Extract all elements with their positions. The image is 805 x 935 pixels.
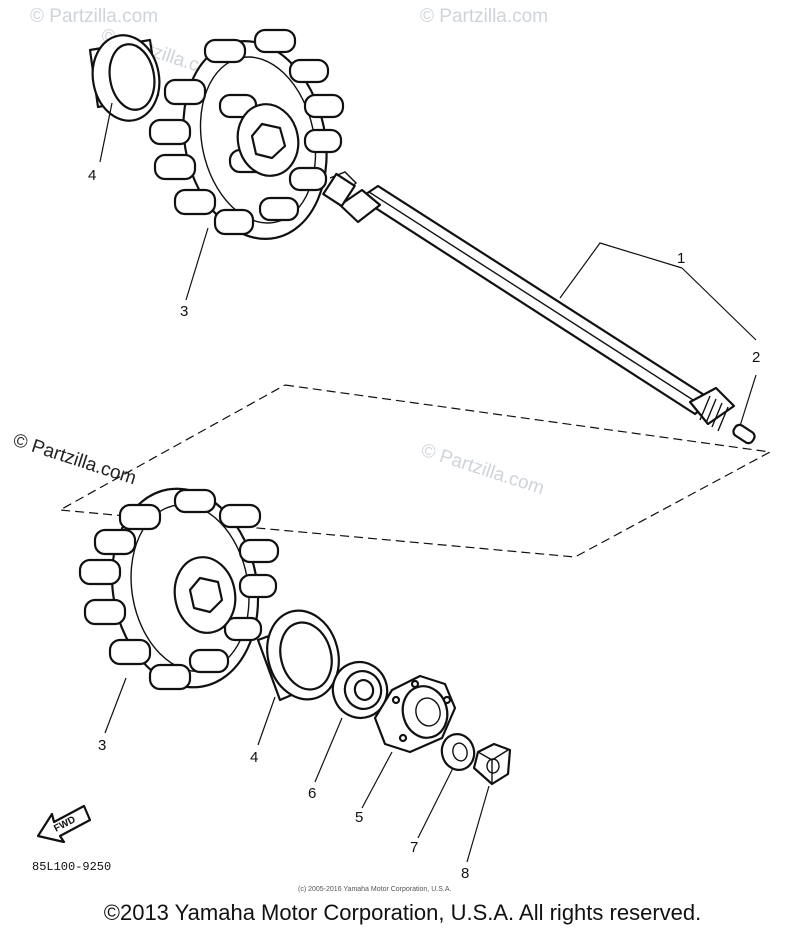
- callout-8: 8: [461, 865, 469, 882]
- sprocket-teeth: [148, 28, 345, 236]
- callout-2: 2: [752, 349, 760, 366]
- watermark: © Partzilla.com: [30, 6, 158, 27]
- collar-bottom: [256, 609, 340, 702]
- watermark: © Partzilla.com: [420, 6, 548, 27]
- shaft-thread: [699, 395, 729, 432]
- sprocket-teeth: [78, 488, 280, 691]
- nut: [472, 742, 512, 786]
- callout-4-bottom: 4: [250, 749, 258, 766]
- watermark: © Partzilla.com: [418, 440, 546, 500]
- leader-lines: [99, 102, 757, 863]
- assembly-outline: [58, 384, 772, 558]
- callout-6: 6: [308, 785, 316, 802]
- callout-4-top: 4: [88, 167, 96, 184]
- sprocket-top: [148, 28, 345, 240]
- small-copyright: (c) 2005-2016 Yamaha Motor Corporation, …: [298, 886, 451, 893]
- pin: [732, 423, 756, 445]
- collar-top: [88, 34, 161, 122]
- axle-shaft: [322, 171, 736, 432]
- footer-copyright: ©2013 Yamaha Motor Corporation, U.S.A. A…: [103, 900, 702, 925]
- flange-plate: [373, 674, 457, 754]
- diagram-code: 85L100-9250: [32, 860, 111, 874]
- fwd-arrow-icon: FWD: [36, 804, 92, 844]
- callout-5: 5: [355, 809, 363, 826]
- callout-3-bottom: 3: [98, 737, 106, 754]
- callout-3-top: 3: [180, 303, 188, 320]
- callout-7: 7: [410, 839, 418, 856]
- callout-1: 1: [677, 250, 685, 267]
- washer: [440, 733, 476, 771]
- watermark: © Partzilla.com: [10, 430, 138, 490]
- bearing: [331, 661, 389, 719]
- sprocket-bottom: [78, 487, 280, 691]
